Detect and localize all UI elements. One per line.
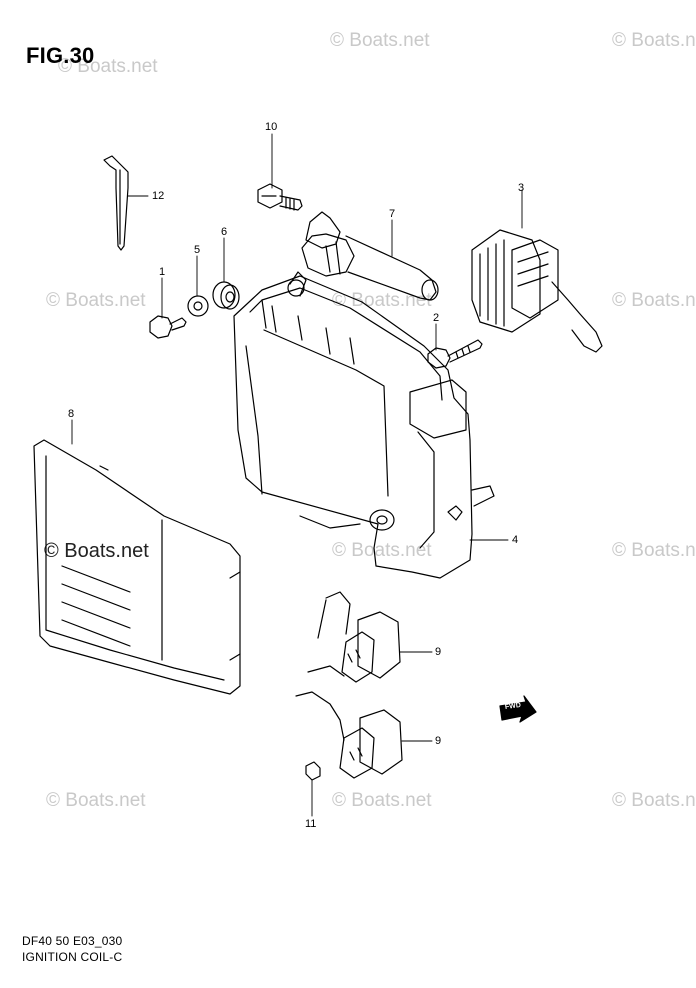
part-4-bracket — [233, 271, 495, 579]
fwd-arrow-icon — [499, 695, 537, 723]
figure-code: DF40 50 E03_030 — [22, 934, 123, 948]
callout-6: 6 — [221, 226, 228, 238]
watermark: © Boats.net — [46, 790, 146, 811]
leader-lines — [71, 133, 523, 817]
part-12-clip — [103, 155, 129, 251]
watermark: © Boats.net — [330, 30, 430, 51]
watermark: © Boats.net — [612, 790, 696, 811]
callout-9-lower: 9 — [435, 735, 442, 747]
part-1-bolt — [149, 315, 187, 339]
watermark: © Boats.net — [332, 790, 432, 811]
watermark: © Boats.net — [46, 290, 146, 311]
callout-9-upper: 9 — [435, 646, 442, 658]
watermark: © Boats.net — [612, 290, 696, 311]
watermark: © Boats.net — [58, 56, 158, 77]
watermark: © Boats.net — [332, 540, 432, 561]
callout-2: 2 — [433, 312, 440, 324]
figure-title: FIG.30 — [26, 43, 95, 68]
callout-7: 8 — [68, 408, 75, 420]
callout-8: 7 — [389, 208, 396, 220]
callout-12: 12 — [152, 190, 165, 202]
callout-5: 5 — [194, 244, 201, 256]
callout-1: 1 — [159, 266, 166, 278]
part-7-cover — [33, 439, 241, 695]
figure-name: IGNITION COIL-C — [22, 950, 123, 964]
part-9-switch-upper — [307, 591, 401, 683]
callout-10: 11 — [305, 818, 317, 830]
watermark: © Boats.net — [332, 290, 432, 311]
callout-4: 4 — [512, 534, 519, 546]
watermark: © Boats.net — [612, 30, 696, 51]
callout-11: 10 — [265, 121, 278, 133]
watermark: © Boats.net — [612, 540, 696, 561]
part-8-ignition-coil — [301, 211, 439, 301]
part-6-grommet — [212, 281, 240, 310]
part-11-bolt — [257, 183, 303, 211]
callout-3: 3 — [518, 182, 525, 194]
part-9-switch-lower — [295, 691, 403, 779]
watermark: © Boats.net — [44, 540, 149, 562]
part-3-rectifier — [471, 229, 603, 353]
part-5-washer — [187, 295, 209, 317]
part-10-cap — [305, 761, 321, 781]
